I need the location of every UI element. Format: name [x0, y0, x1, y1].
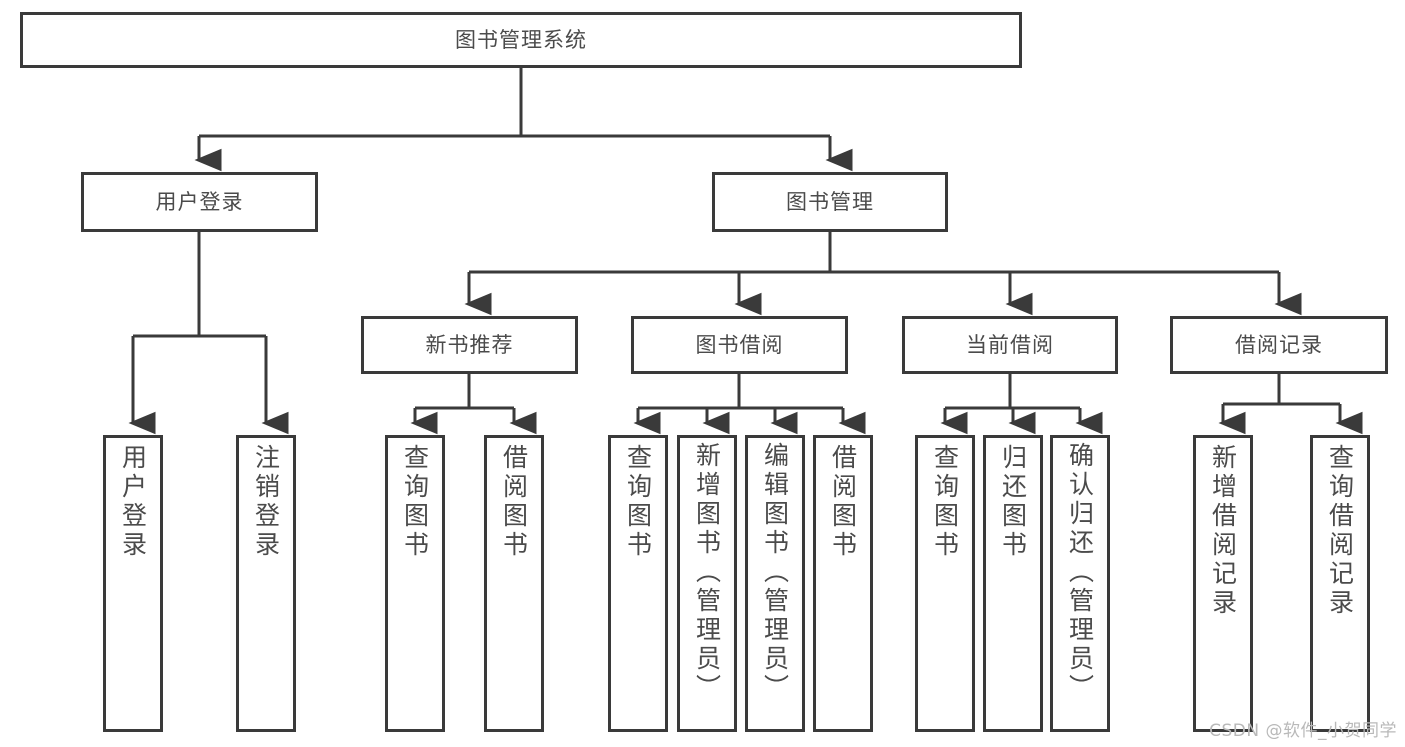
leaf-label: 借阅图书 — [499, 444, 529, 560]
leaf-new-book-borrow[interactable]: 借阅图书 — [484, 435, 544, 732]
node-root-system[interactable]: 图书管理系统 — [20, 12, 1022, 68]
leaf-label: 新增图书（管理员） — [692, 442, 722, 703]
leaf-label: 注销登录 — [251, 444, 281, 560]
node-book-management[interactable]: 图书管理 — [712, 172, 948, 232]
node-book-management-label: 图书管理 — [786, 189, 874, 214]
leaf-label: 查询图书 — [930, 444, 960, 560]
leaf-user-login-logout[interactable]: 注销登录 — [236, 435, 296, 732]
leaf-borrow-add-book-admin[interactable]: 新增图书（管理员） — [677, 435, 737, 732]
leaf-user-login-login[interactable]: 用户登录 — [103, 435, 163, 732]
node-book-borrow-label: 图书借阅 — [695, 332, 784, 357]
leaf-record-add-record[interactable]: 新增借阅记录 — [1193, 435, 1253, 732]
leaf-label: 归还图书 — [998, 444, 1028, 560]
leaf-current-query-book[interactable]: 查询图书 — [915, 435, 975, 732]
node-current-borrow-label: 当前借阅 — [966, 332, 1054, 357]
leaf-label: 确认归还（管理员） — [1065, 442, 1095, 703]
leaf-record-query-record[interactable]: 查询借阅记录 — [1310, 435, 1370, 732]
leaf-current-confirm-return-admin[interactable]: 确认归还（管理员） — [1050, 435, 1110, 732]
node-user-login-label: 用户登录 — [155, 189, 244, 214]
leaf-label: 借阅图书 — [828, 444, 858, 560]
leaf-label: 用户登录 — [118, 444, 148, 560]
node-root-label: 图书管理系统 — [455, 27, 587, 52]
leaf-current-return-book[interactable]: 归还图书 — [983, 435, 1043, 732]
node-new-book-recommend-label: 新书推荐 — [425, 332, 514, 357]
node-borrow-record[interactable]: 借阅记录 — [1170, 316, 1388, 374]
csdn-watermark: CSDN @软件_小贺同学 — [1209, 721, 1397, 741]
node-new-book-recommend[interactable]: 新书推荐 — [361, 316, 578, 374]
node-current-borrow[interactable]: 当前借阅 — [902, 316, 1118, 374]
node-book-borrow[interactable]: 图书借阅 — [631, 316, 848, 374]
leaf-label: 查询图书 — [400, 444, 430, 560]
node-user-login[interactable]: 用户登录 — [81, 172, 318, 232]
leaf-label: 查询图书 — [623, 444, 653, 560]
leaf-borrow-borrow-book[interactable]: 借阅图书 — [813, 435, 873, 732]
leaf-label: 新增借阅记录 — [1208, 444, 1238, 618]
leaf-new-book-query[interactable]: 查询图书 — [385, 435, 445, 732]
node-borrow-record-label: 借阅记录 — [1235, 332, 1323, 357]
leaf-borrow-edit-book-admin[interactable]: 编辑图书（管理员） — [745, 435, 805, 732]
leaf-borrow-query-book[interactable]: 查询图书 — [608, 435, 668, 732]
leaf-label: 编辑图书（管理员） — [760, 442, 790, 703]
leaf-label: 查询借阅记录 — [1325, 444, 1355, 618]
